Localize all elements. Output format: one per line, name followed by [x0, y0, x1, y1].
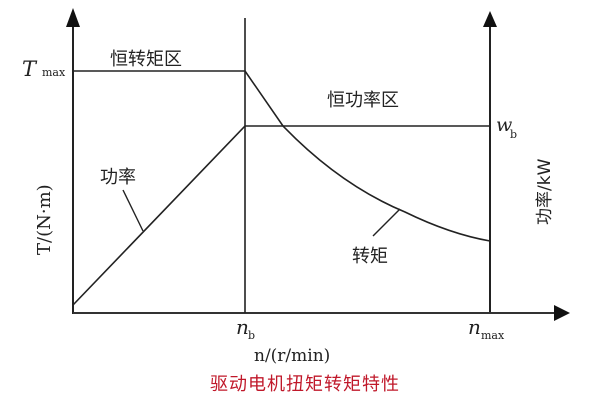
- torque-leader-line: [372, 208, 401, 237]
- torque-decreasing-curve: [244, 70, 491, 242]
- w-b-sub: b: [510, 128, 517, 141]
- x-axis-title: n/(r/min): [254, 346, 330, 366]
- chart-caption: 驱动电机扭矩转矩特性: [210, 374, 400, 395]
- right-y-axis-arrow-icon: [483, 11, 497, 27]
- w-b-label: w: [496, 114, 512, 136]
- n-max-sub: max: [481, 329, 505, 342]
- t-max-label: T: [22, 57, 38, 81]
- n-max-label: n: [468, 315, 481, 339]
- n-b-sub: b: [248, 329, 255, 342]
- region-constant-power-label: 恒功率区: [327, 90, 399, 111]
- power-rising-segment: [72, 125, 246, 306]
- t-max-sub: max: [42, 66, 66, 79]
- torque-curve-label: 转矩: [352, 246, 388, 267]
- y-axis-right-title: 功率/kW: [535, 158, 555, 225]
- x-axis-arrow-icon: [554, 305, 570, 321]
- left-y-axis-arrow-icon: [66, 8, 80, 27]
- n-b-label: n: [236, 315, 249, 339]
- region-constant-torque-label: 恒转矩区: [110, 49, 182, 70]
- power-curve-label: 功率: [100, 167, 136, 188]
- y-axis-left-title: T/(N·m): [34, 184, 55, 255]
- power-leader-line: [122, 189, 144, 232]
